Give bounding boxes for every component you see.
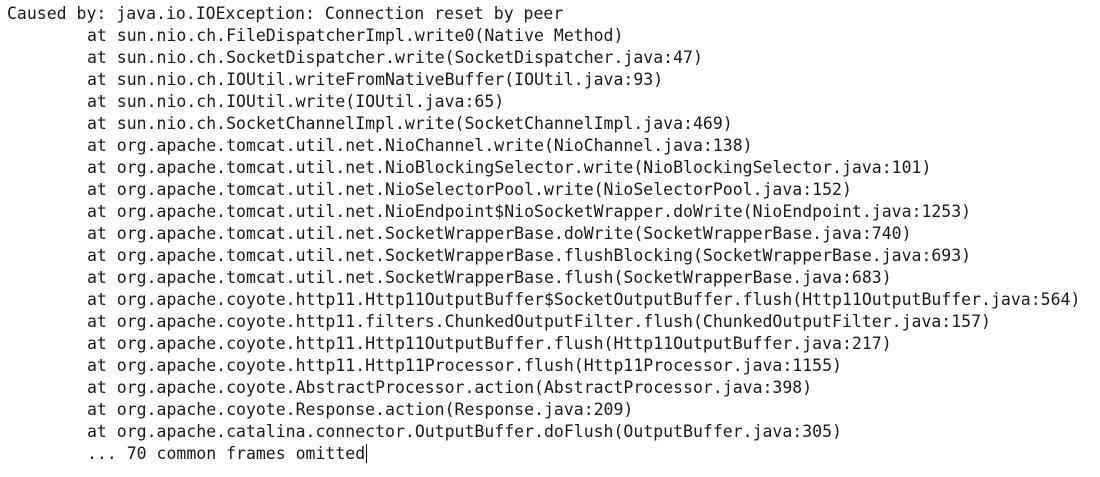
stack-frame: at org.apache.tomcat.util.net.NioChannel… <box>87 136 753 155</box>
stack-frame: at org.apache.coyote.http11.Http11Proces… <box>87 356 842 375</box>
stack-frame: at sun.nio.ch.IOUtil.write(IOUtil.java:6… <box>87 92 505 111</box>
stack-frame: at org.apache.coyote.http11.Http11Output… <box>87 290 1081 309</box>
exception-header: Caused by: java.io.IOException: Connecti… <box>7 4 564 23</box>
stack-frame: at org.apache.tomcat.util.net.SocketWrap… <box>87 246 972 265</box>
stack-frame: at org.apache.tomcat.util.net.NioBlockin… <box>87 158 932 177</box>
omitted-frames-text: ... 70 common frames omitted <box>87 444 366 463</box>
stack-frame: at sun.nio.ch.FileDispatcherImpl.write0(… <box>87 26 624 45</box>
text-caret <box>366 444 368 463</box>
stack-frame: at org.apache.tomcat.util.net.NioSelecto… <box>87 180 852 199</box>
stack-frame: at org.apache.coyote.http11.Http11Output… <box>87 334 892 353</box>
stack-frame: at sun.nio.ch.IOUtil.writeFromNativeBuff… <box>87 70 664 89</box>
stack-frame: at org.apache.coyote.http11.filters.Chun… <box>87 312 991 331</box>
stack-frame: at org.apache.catalina.connector.OutputB… <box>87 422 842 441</box>
stack-frame: at org.apache.tomcat.util.net.NioEndpoin… <box>87 202 972 221</box>
omitted-frames-line: ... 70 common frames omitted <box>7 443 1100 465</box>
stack-frame: at org.apache.tomcat.util.net.SocketWrap… <box>87 224 912 243</box>
stack-frame: at org.apache.coyote.Response.action(Res… <box>87 400 634 419</box>
stack-frame: at org.apache.coyote.AbstractProcessor.a… <box>87 378 813 397</box>
stack-frame: at sun.nio.ch.SocketChannelImpl.write(So… <box>87 114 733 133</box>
stack-frame: at org.apache.tomcat.util.net.SocketWrap… <box>87 268 892 287</box>
stack-frame: at sun.nio.ch.SocketDispatcher.write(Soc… <box>87 48 703 67</box>
